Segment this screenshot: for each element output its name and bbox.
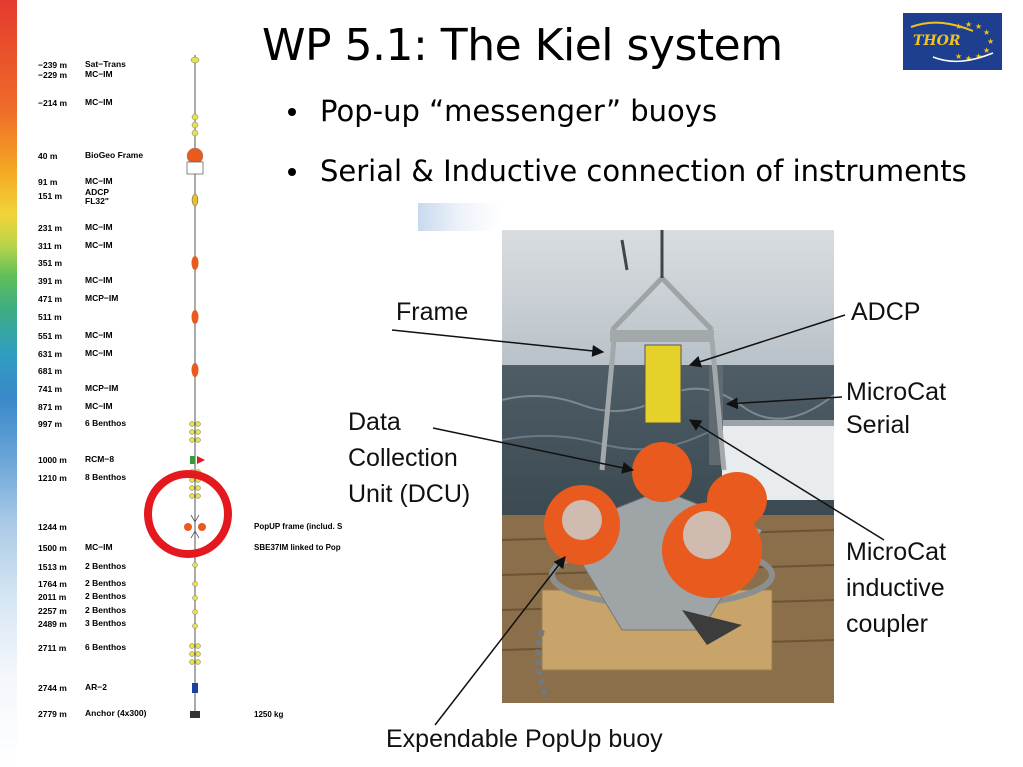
mooring-depth: 741 m (38, 384, 63, 394)
mooring-instrument: 6 Benthos (85, 642, 127, 652)
mooring-depth: 1000 m (38, 455, 67, 465)
label-dcu: Data Collection Unit (DCU) (348, 408, 471, 508)
anchor-weight-note: 1250 kg (254, 710, 284, 719)
popup-frame-note: PopUP frame (includ. S (254, 522, 343, 531)
mooring-depth: 511 m (38, 312, 62, 322)
deployment-photo (502, 230, 834, 703)
svg-text:★: ★ (975, 52, 982, 61)
mooring-instrument: ADCP FL32" (85, 187, 110, 206)
mooring-instrument: MC−IM (85, 69, 113, 79)
mooring-depth: −214 m (38, 98, 68, 108)
mooring-instrument: MC−IM (85, 348, 113, 358)
sat-trans-float (190, 56, 200, 64)
mooring-depth: 391 m (38, 276, 63, 286)
mooring-instrument: 2 Benthos (85, 561, 127, 571)
mooring-instrument: 8 Benthos (85, 472, 127, 482)
mooring-instrument: 2 Benthos (85, 605, 127, 615)
mooring-depth: 471 m (38, 294, 63, 304)
mooring-instrument: BioGeo Frame (85, 150, 144, 160)
bullet-list: Pop-up “messenger” buoys Serial & Induct… (284, 96, 967, 216)
label-frame: Frame (396, 298, 469, 326)
svg-text:★: ★ (983, 28, 990, 37)
mooring-instrument: MC−IM (85, 401, 113, 411)
mooring-instrument: RCM−8 (85, 454, 115, 464)
mooring-instrument: AR−2 (85, 682, 107, 692)
mooring-depth: 997 m (38, 419, 63, 429)
mooring-instrument: MC−IM (85, 275, 113, 285)
mooring-depth: 871 m (38, 402, 63, 412)
bullet-item: Serial & Inductive connection of instrum… (284, 156, 967, 186)
mooring-instrument: MC−IM (85, 542, 113, 552)
mooring-depth: 1244 m (38, 522, 67, 532)
bullet-dot (288, 108, 296, 116)
mooring-depth: 2257 m (38, 606, 67, 616)
mooring-instrument: 6 Benthos (85, 418, 127, 428)
mooring-depth: 2744 m (38, 683, 67, 693)
color-depth-strip (0, 0, 17, 767)
mooring-instrument: MC−IM (85, 240, 113, 250)
mooring-depth: 681 m (38, 366, 63, 376)
logo-text: THOR (913, 33, 961, 49)
decorative-fade (418, 203, 502, 231)
mooring-instrument: Sat−Trans (85, 59, 126, 69)
mooring-instrument: MCP−IM (85, 293, 119, 303)
mooring-depth: 2779 m (38, 709, 67, 719)
label-popup-buoy: Expendable PopUp buoy (386, 725, 663, 753)
biogeo-frame (186, 161, 204, 175)
mooring-depth: 2711 m (38, 643, 67, 653)
adcp-mark (191, 193, 199, 207)
bullet-dot (288, 168, 296, 176)
benthos-floats-2711 (189, 643, 201, 665)
label-microcat-serial: MicroCat Serial (846, 378, 947, 439)
mooring-depth: 351 m (38, 258, 63, 268)
ar2-release (192, 683, 198, 693)
bullet-item: Pop-up “messenger” buoys (284, 96, 967, 126)
bullet-text: Pop-up “messenger” buoys (320, 94, 718, 128)
label-microcat-inductive: MicroCat inductive coupler (846, 538, 947, 638)
mooring-depth: 1500 m (38, 543, 67, 553)
mooring-depth: −229 m (38, 70, 68, 80)
popup-highlight-circle (144, 470, 232, 558)
mooring-depth: 1764 m (38, 579, 67, 589)
mooring-instrument: 2 Benthos (85, 591, 127, 601)
svg-text:★: ★ (987, 37, 994, 46)
sbe-note: SBE37IM linked to Pop (254, 543, 341, 552)
mooring-instrument: 3 Benthos (85, 618, 127, 628)
mooring-depth: 1210 m (38, 473, 67, 483)
benthos-floats-997 (189, 421, 201, 443)
mooring-depth: 2489 m (38, 619, 67, 629)
rcm-mark (190, 456, 195, 464)
mooring-depth: 151 m (38, 191, 63, 201)
svg-text:★: ★ (965, 20, 972, 29)
mooring-instrument: Anchor (4x300) (85, 708, 147, 718)
svg-text:★: ★ (983, 46, 990, 55)
svg-text:★: ★ (965, 54, 972, 63)
label-adcp: ADCP (851, 298, 921, 326)
mooring-instrument: MC−IM (85, 97, 113, 107)
mooring-depth: 551 m (38, 331, 63, 341)
slide-title: WP 5.1: The Kiel system (262, 20, 783, 71)
mooring-instrument: MC−IM (85, 176, 113, 186)
mooring-depth: 91 m (38, 177, 58, 187)
mooring-instrument: 2 Benthos (85, 578, 127, 588)
mooring-instrument: MC−IM (85, 330, 113, 340)
mooring-depth: 631 m (38, 349, 63, 359)
mooring-depth: 2011 m (38, 592, 67, 602)
svg-text:★: ★ (975, 22, 982, 31)
anchor (190, 711, 200, 718)
mooring-depth: 1513 m (38, 562, 67, 572)
bullet-text: Serial & Inductive connection of instrum… (320, 154, 967, 188)
svg-text:★: ★ (955, 52, 962, 61)
mooring-instrument: MC−IM (85, 222, 113, 232)
mooring-depth: 40 m (38, 151, 58, 161)
mooring-depth: 231 m (38, 223, 63, 233)
mooring-instrument: MCP−IM (85, 383, 119, 393)
mooring-depth: 311 m (38, 241, 62, 251)
thor-logo: ★★ ★★ ★★ ★★ ★ THOR (903, 13, 1002, 70)
mooring-depth: −239 m (38, 60, 68, 70)
